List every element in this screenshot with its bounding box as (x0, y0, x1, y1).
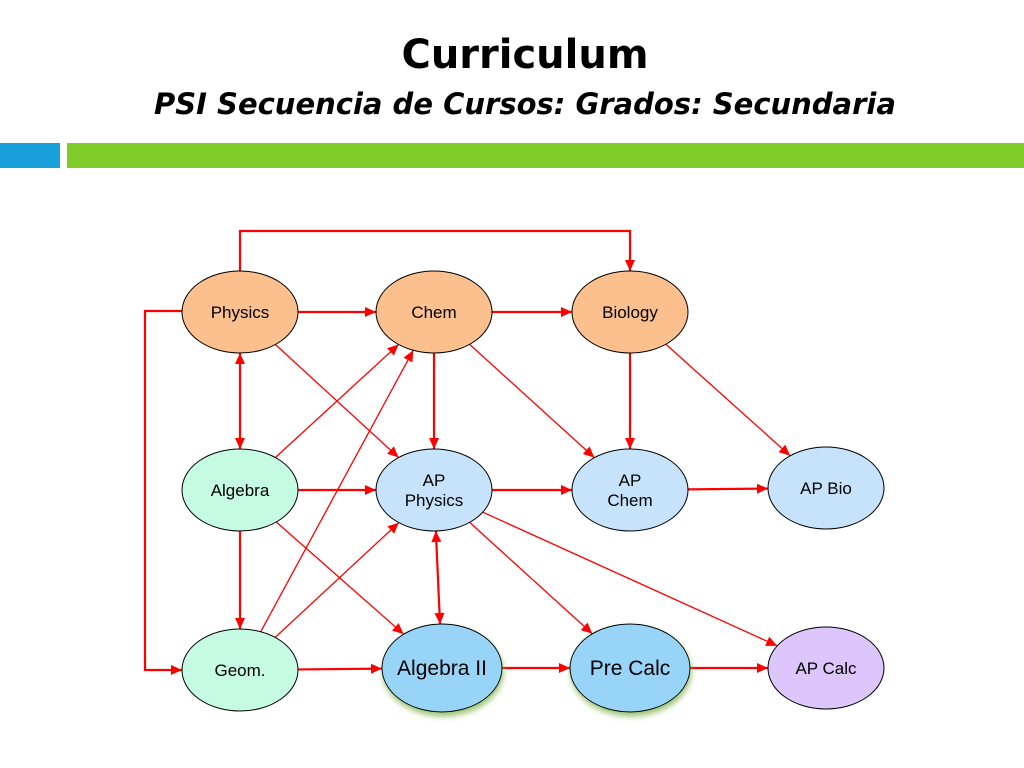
node-label: Algebra (211, 481, 270, 500)
arrowhead (561, 485, 572, 495)
edge-ap_physics-to-precalc (469, 521, 593, 635)
node-shape (181, 448, 299, 532)
edge-algebra-to-geom (235, 531, 245, 629)
edge-line (260, 349, 414, 633)
node-chem: Chem (375, 270, 493, 354)
page-title: Curriculum (401, 32, 649, 78)
edge-ap_physics-to-ap_calc (482, 511, 778, 647)
node-physics: Physics (181, 270, 299, 354)
edge-physics-to-chem (298, 307, 376, 317)
arrowhead (625, 438, 635, 449)
arrowhead (561, 307, 572, 317)
node-label: Biology (602, 303, 658, 322)
node-shape (375, 270, 493, 354)
node-shape (181, 270, 299, 354)
arrowhead (434, 612, 445, 625)
node-label: AP Calc (795, 659, 857, 678)
edge-biology-to-ap_bio (665, 343, 791, 457)
node-precalc: Pre Calc (569, 623, 691, 713)
edge-algebra2-to-precalc (502, 663, 570, 673)
node-shape (381, 623, 503, 713)
edge-line (297, 667, 383, 671)
node-label: AP Bio (800, 479, 852, 498)
node-label: Physics (211, 303, 270, 322)
node-geom: Geom. (181, 628, 299, 712)
arrowhead (365, 485, 376, 495)
arrowhead (387, 344, 399, 356)
edge-algebra-to-chem (274, 343, 400, 459)
node-shape (571, 448, 689, 532)
accent-bar-blue (0, 143, 60, 168)
edge-line (665, 343, 791, 457)
edge-geom-to-ap_physics (274, 522, 400, 638)
arrowhead (580, 622, 593, 634)
node-ap-bio: AP Bio (767, 446, 885, 530)
node-shape (767, 626, 885, 710)
edge-line (469, 521, 593, 635)
arrowhead (756, 483, 769, 494)
node-shape (181, 628, 299, 712)
arrowhead (387, 522, 399, 534)
node-ap-calc: AP Calc (767, 626, 885, 710)
edge-chem-to-ap_physics (429, 353, 439, 449)
edge-ap_chem-to-ap_bio (687, 483, 769, 494)
arrowhead (365, 307, 376, 317)
edge-ap_physics-to-ap_chem (492, 485, 572, 495)
edge-geom-to-algebra2 (297, 663, 383, 674)
edge-line (143, 309, 182, 672)
node-algebra2: Algebra II (381, 623, 503, 713)
edge-line (274, 522, 400, 638)
edge-line (469, 343, 595, 459)
edge-physics-to-biology (238, 229, 635, 272)
node-shape (767, 446, 885, 530)
arrowhead (625, 260, 635, 271)
arrowhead (582, 446, 595, 458)
arrowhead (403, 350, 414, 363)
node-biology: Biology (571, 270, 689, 354)
node-label: Chem (411, 303, 456, 322)
arrowhead (392, 623, 404, 635)
node-shape (569, 623, 691, 713)
arrowhead (778, 444, 791, 456)
node-shape (571, 270, 689, 354)
arrowhead (235, 438, 245, 449)
node-algebra: Algebra (181, 448, 299, 532)
edge-line (238, 229, 632, 272)
node-shape (375, 448, 493, 532)
arrowhead-start (235, 353, 245, 364)
arrowhead (370, 663, 383, 674)
arrowhead (171, 665, 182, 675)
edge-line (434, 530, 442, 625)
accent-bar-green (67, 143, 1024, 168)
page-subtitle: PSI Secuencia de Cursos: Grados: Secunda… (154, 87, 896, 121)
arrowhead (757, 663, 768, 673)
edge-ap_physics-to-algebra2 (431, 530, 445, 625)
node-label: Geom. (214, 661, 265, 680)
edge-biology-to-ap_chem (625, 353, 635, 449)
edge-line (482, 511, 778, 647)
edge-chem-to-biology (492, 307, 572, 317)
edge-geom-to-chem (260, 349, 414, 633)
arrowhead (387, 446, 399, 458)
arrowhead (429, 438, 439, 449)
edge-layer (143, 229, 791, 675)
node-label: Algebra II (397, 657, 487, 680)
arrowhead (559, 663, 570, 673)
edge-chem-to-ap_chem (469, 343, 595, 459)
edge-line (687, 487, 769, 491)
arrowhead (765, 636, 778, 646)
arrowhead (235, 618, 245, 629)
edge-physics-to-geom (143, 309, 182, 675)
arrowhead-start (431, 530, 442, 543)
edge-physics-to-algebra (235, 353, 245, 449)
node-label: Pre Calc (590, 657, 671, 680)
edge-line (274, 343, 400, 459)
edge-precalc-to-ap_calc (690, 663, 768, 673)
